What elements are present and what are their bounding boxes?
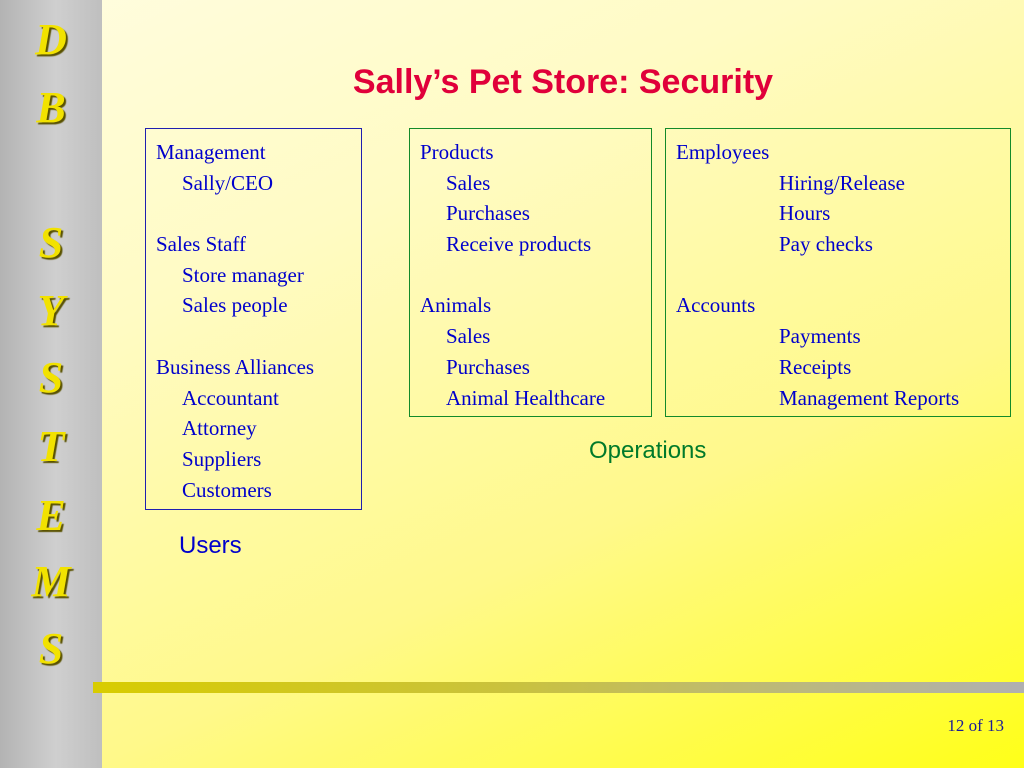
- users-list-item: Sally/CEO: [182, 170, 274, 195]
- products-list-item: Purchases: [446, 201, 530, 226]
- users-list-item: Customers: [182, 477, 272, 502]
- products-list-item: Receive products: [446, 232, 592, 257]
- users-list-spacer: [156, 321, 361, 352]
- products-list-item: Animal Healthcare: [446, 385, 606, 410]
- operations-caption: Operations: [589, 437, 707, 464]
- footer-divider: [93, 682, 1024, 693]
- employees-list: Employees Hiring/Release Hours Pay check…: [676, 137, 1010, 413]
- users-list-item: Accountant: [182, 385, 279, 410]
- page-counter: 12 of 13: [947, 716, 1004, 736]
- users-list-spacer: [156, 198, 361, 229]
- slide-title: Sally’s Pet Store: Security: [352, 63, 774, 101]
- page-current: 12: [947, 716, 965, 735]
- users-list-item: Sales Staff: [156, 232, 247, 257]
- employees-list-item: Accounts: [676, 293, 756, 318]
- sidebar-letter: E: [36, 491, 66, 540]
- products-list: Products Sales Purchases Receive product…: [420, 137, 651, 413]
- users-list: Management Sally/CEO Sales Staff Store m…: [156, 137, 361, 505]
- users-box: Management Sally/CEO Sales Staff Store m…: [145, 128, 362, 510]
- users-caption: Users: [179, 532, 242, 559]
- users-list-item: Business Alliances: [156, 354, 315, 379]
- sidebar-letter: B: [36, 83, 66, 132]
- products-list-item: Sales: [446, 324, 491, 349]
- sidebar-letter: S: [38, 218, 64, 267]
- users-list-item: Suppliers: [182, 446, 262, 471]
- employees-list-item: Pay checks: [779, 232, 873, 257]
- sidebar-letter: D: [35, 15, 67, 64]
- sidebar-letter: T: [37, 422, 65, 471]
- users-list-item: Attorney: [182, 416, 257, 441]
- sidebar-letter: Y: [37, 286, 65, 335]
- employees-list-item: Hours: [779, 201, 831, 226]
- employees-list-item: Employees: [676, 140, 770, 164]
- users-list-item: Store manager: [182, 262, 304, 287]
- sidebar: D B S Y S T E M S: [0, 0, 102, 768]
- sidebar-letter: S: [38, 624, 64, 673]
- users-list-item: Sales people: [182, 293, 288, 318]
- products-list-spacer: [420, 260, 651, 291]
- products-box: Products Sales Purchases Receive product…: [409, 128, 652, 417]
- page-of-label: of: [968, 716, 983, 735]
- page-total: 13: [987, 716, 1004, 735]
- users-list-item: Management: [156, 140, 266, 164]
- products-list-item: Sales: [446, 170, 491, 195]
- sidebar-letter: M: [31, 557, 71, 606]
- employees-list-item: Receipts: [779, 354, 852, 379]
- products-list-item: Purchases: [446, 354, 530, 379]
- employees-box: Employees Hiring/Release Hours Pay check…: [665, 128, 1011, 417]
- products-list-item: Animals: [420, 293, 492, 318]
- employees-list-item: Payments: [779, 324, 861, 349]
- employees-list-item: Hiring/Release: [779, 170, 905, 195]
- employees-list-spacer: [676, 260, 1010, 291]
- employees-list-item: Management Reports: [779, 385, 960, 410]
- products-list-item: Products: [420, 140, 494, 164]
- sidebar-letter: S: [38, 353, 64, 402]
